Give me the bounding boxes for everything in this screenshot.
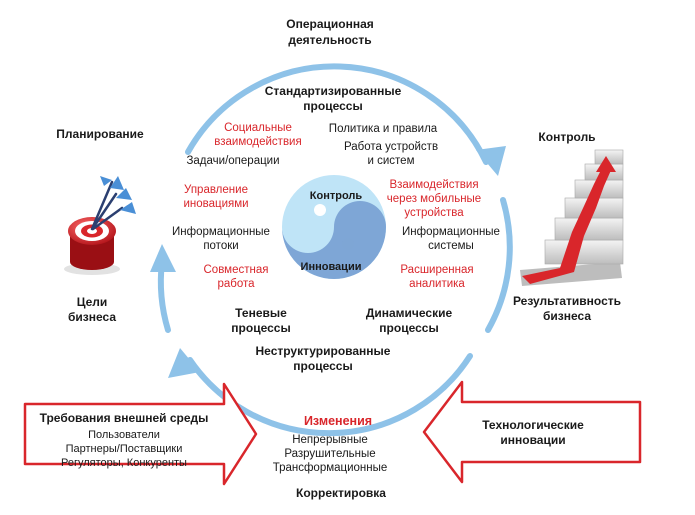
label-standardized-processes: Стандартизированные процессы (265, 84, 402, 113)
label-information-flows: Информационные потоки (172, 226, 270, 252)
svg-text:Стандартизированные: Стандартизированные (265, 84, 402, 98)
svg-text:бизнеса: бизнеса (68, 310, 116, 324)
svg-text:взаимодействия: взаимодействия (214, 136, 301, 148)
external-requirements-title: Требования внешней среды (40, 411, 209, 425)
tech-innovations-label: инновации (500, 433, 565, 447)
label-mobile-interactions: Взаимодействия через мобильные устройств… (387, 179, 481, 219)
label-business-result: Результативность бизнеса (513, 294, 621, 323)
svg-text:Работа устройств: Работа устройств (344, 141, 438, 153)
label-unstructured-processes: Неструктурированные процессы (256, 344, 391, 373)
yin-yang-dot-bottom (342, 238, 354, 250)
svg-text:и систем: и систем (368, 155, 415, 167)
svg-text:Результативность: Результативность (513, 294, 621, 308)
external-requirement-item: Регуляторы, Конкуренты (61, 457, 187, 469)
svg-text:деятельность: деятельность (288, 33, 371, 47)
red-arrow-up (596, 156, 616, 172)
svg-text:Неструктурированные: Неструктурированные (256, 344, 391, 358)
svg-text:системы: системы (428, 240, 474, 252)
label-teamwork: Совместная работа (204, 264, 269, 290)
svg-text:процессы: процессы (303, 99, 362, 113)
svg-text:Совместная: Совместная (204, 264, 269, 276)
svg-text:процессы: процессы (231, 321, 290, 335)
svg-text:Динамические: Динамические (366, 306, 453, 320)
red-carpet (522, 168, 612, 284)
external-requirements-arrow: Требования внешней среды Пользователи Па… (23, 382, 258, 486)
label-operations: Операционная деятельность (286, 17, 374, 47)
yin-yang-icon (282, 175, 386, 279)
label-innovation-management: Управление иновациями (183, 184, 248, 210)
label-advanced-analytics: Расширенная аналитика (400, 264, 473, 290)
svg-text:работа: работа (217, 278, 255, 290)
change-type: Трансформационные (273, 462, 388, 474)
svg-text:Информационные: Информационные (172, 226, 270, 238)
label-device-operation: Работа устройств и систем (344, 141, 438, 167)
tech-innovations-label: Технологические (482, 418, 584, 432)
external-requirement-item: Пользователи (88, 429, 160, 441)
svg-text:потоки: потоки (203, 240, 238, 252)
changes-block: Изменения Непрерывные Разрушительные Тра… (273, 414, 388, 474)
tech-innovations-arrow: Технологические инновации (422, 380, 642, 484)
svg-text:через мобильные: через мобильные (387, 193, 481, 205)
svg-text:Взаимодействия: Взаимодействия (389, 179, 478, 191)
ring-arc-top (185, 63, 489, 165)
svg-text:Теневые: Теневые (235, 306, 287, 320)
yin-yang-label-control: Контроль (310, 190, 363, 202)
svg-text:иновациями: иновациями (183, 198, 248, 210)
svg-text:бизнеса: бизнеса (543, 309, 591, 323)
label-information-systems: Информационные системы (402, 226, 500, 252)
external-requirement-item: Партнеры/Поставщики (66, 443, 183, 455)
target-darts-icon (64, 176, 136, 275)
svg-text:процессы: процессы (379, 321, 438, 335)
ring-arc-right (485, 197, 513, 333)
darts (90, 180, 124, 231)
label-business-goals: Цели бизнеса (68, 295, 116, 324)
changes-title: Изменения (304, 414, 372, 428)
arrowhead-top-right (476, 146, 506, 176)
label-correction: Корректировка (296, 486, 386, 500)
ring-arc-left (157, 259, 171, 333)
svg-text:Расширенная: Расширенная (400, 264, 473, 276)
change-type: Разрушительные (284, 448, 375, 460)
label-social-interactions: Социальные взаимодействия (214, 122, 301, 148)
svg-text:Информационные: Информационные (402, 226, 500, 238)
stairs-red-carpet-icon (520, 149, 624, 286)
ring-arrowheads (150, 146, 506, 378)
label-policy-rules: Политика и правила (329, 123, 438, 135)
svg-text:Операционная: Операционная (286, 17, 374, 31)
arrowhead-bottom-left (168, 348, 200, 378)
label-planning: Планирование (56, 127, 144, 141)
svg-text:процессы: процессы (293, 359, 352, 373)
svg-text:Социальные: Социальные (224, 122, 292, 134)
svg-text:аналитика: аналитика (409, 278, 465, 290)
svg-text:Управление: Управление (184, 184, 248, 196)
ring-arc-bottom (187, 353, 473, 437)
yin-yang-label-innovation: Инновации (301, 261, 362, 273)
label-dynamic-processes: Динамические процессы (366, 306, 453, 335)
svg-text:Цели: Цели (77, 295, 108, 309)
label-control: Контроль (538, 130, 595, 144)
label-tasks: Задачи/операции (186, 155, 279, 167)
change-type: Непрерывные (292, 434, 368, 446)
label-shadow-processes: Теневые процессы (231, 306, 290, 335)
dart-flights (100, 176, 136, 214)
arrowhead-left-up (150, 244, 176, 272)
svg-text:устройства: устройства (404, 207, 464, 219)
yin-yang-dot-top (314, 204, 326, 216)
